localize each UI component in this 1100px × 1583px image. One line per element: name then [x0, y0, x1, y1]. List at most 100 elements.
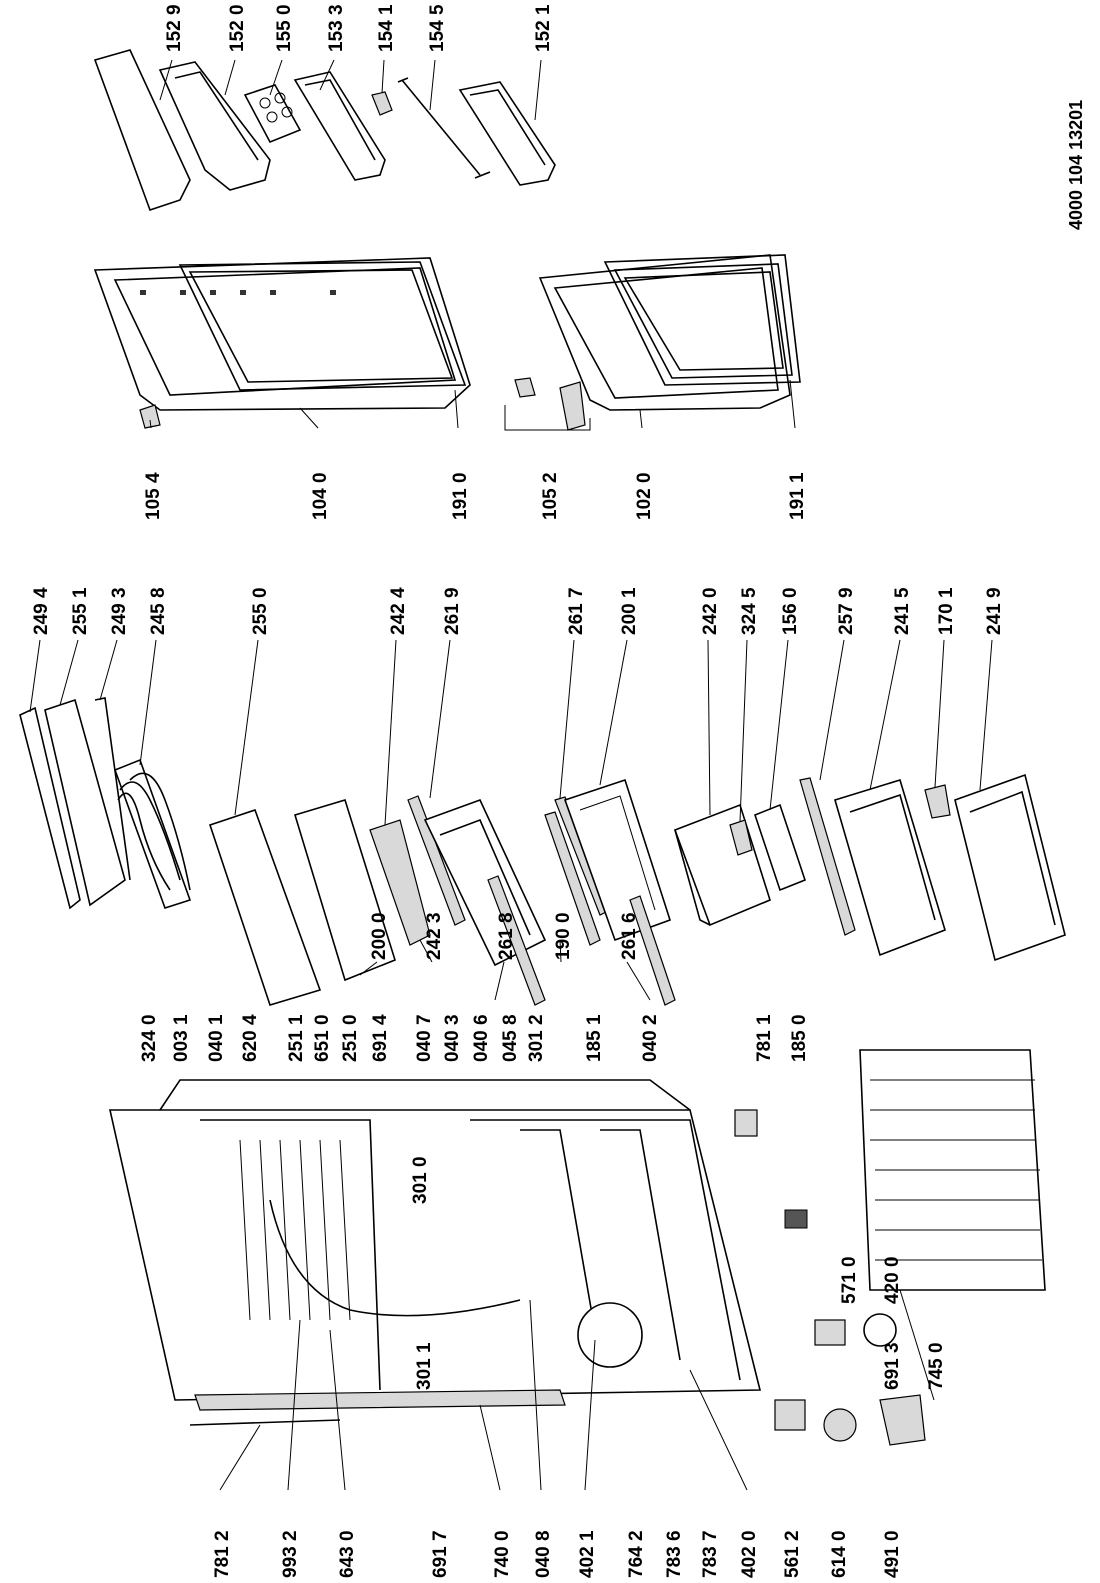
label-2619: 261 9 — [442, 587, 463, 635]
crisper-cover-2000 — [294, 799, 396, 982]
label-0458: 045 8 — [500, 1014, 521, 1062]
label-1910: 191 0 — [450, 472, 471, 520]
label-7642: 764 2 — [626, 1530, 647, 1578]
label-6140: 614 0 — [829, 1530, 850, 1578]
label-2510: 251 0 — [340, 1014, 361, 1062]
label-9932: 993 2 — [280, 1530, 301, 1578]
label-2551: 255 1 — [70, 587, 91, 635]
rail-2616 — [629, 895, 676, 1006]
part-6140 — [823, 1408, 857, 1442]
label-1533: 153 3 — [326, 4, 347, 52]
label-1701: 170 1 — [936, 587, 957, 635]
shelf-trim-2493 — [94, 697, 131, 881]
part-1701 — [924, 784, 951, 819]
label-1052: 105 2 — [540, 472, 561, 520]
glass-shelf-2551 — [44, 698, 126, 907]
door-hinge-1054 — [139, 404, 161, 429]
freezer-drawer-2415 — [834, 778, 946, 957]
doors-group — [93, 254, 801, 431]
label-3011: 301 1 — [414, 1342, 435, 1390]
freezer-gasket-1911 — [603, 254, 801, 386]
labels-door-bins: 152 9 152 0 155 0 153 3 154 1 154 5 152 … — [164, 4, 554, 52]
label-2423: 242 3 — [424, 912, 445, 960]
cabinet-group — [109, 1049, 1046, 1446]
label-2419: 241 9 — [984, 587, 1005, 635]
door-bin-1520 — [158, 61, 271, 191]
bottle-clip-1541 — [371, 91, 393, 116]
shelves-drawers-group — [19, 697, 1066, 1006]
label-7400: 740 0 — [492, 1530, 513, 1578]
label-7450: 745 0 — [926, 1342, 947, 1390]
document-id: 4000 104 13201 — [1066, 100, 1086, 230]
rail-2579 — [799, 777, 856, 936]
label-1900: 190 0 — [553, 912, 574, 960]
label-2550: 255 0 — [250, 587, 271, 635]
label-2000: 200 0 — [369, 912, 390, 960]
rod-7812 — [189, 1419, 341, 1426]
label-6917: 691 7 — [430, 1530, 451, 1578]
labels-cabinet-middle: 301 0 301 1 691 3 745 0 571 0 420 0 — [410, 1156, 947, 1390]
labels-doors: 105 4 104 0 191 0 105 2 102 0 191 1 — [143, 472, 808, 520]
label-2579: 257 9 — [836, 587, 857, 635]
label-2458: 245 8 — [148, 587, 169, 635]
freezer-hinge-1052a — [514, 377, 536, 398]
wire-rack-2458 — [113, 758, 192, 909]
label-2001: 200 1 — [619, 587, 640, 635]
box-2420 — [673, 803, 771, 927]
label-3240: 324 0 — [139, 1014, 160, 1062]
label-1850: 185 0 — [789, 1014, 810, 1062]
label-3010: 301 0 — [410, 1156, 431, 1204]
bin-cover-1529 — [93, 49, 191, 212]
rail-2619 — [407, 795, 466, 926]
label-6510: 651 0 — [312, 1014, 333, 1062]
label-0407: 040 7 — [414, 1014, 435, 1062]
label-6204: 620 4 — [240, 1014, 261, 1062]
label-1560: 156 0 — [780, 587, 801, 635]
label-7837: 783 7 — [700, 1530, 721, 1578]
compressor-4021 — [577, 1302, 643, 1368]
part-1850 — [784, 1209, 808, 1229]
label-0403: 040 3 — [442, 1014, 463, 1062]
ice-tray-1560 — [754, 803, 806, 892]
label-1529: 152 9 — [164, 4, 185, 52]
labels-shelves-top: 249 4 255 1 249 3 245 8 255 0 242 4 261 … — [31, 587, 1005, 635]
freezer-shelf-2001 — [563, 778, 671, 942]
label-1521: 152 1 — [533, 4, 554, 52]
label-3012: 301 2 — [526, 1014, 547, 1062]
labels-cabinet-bottom: 781 2 993 2 643 0 691 7 740 0 040 8 402 … — [212, 1530, 903, 1578]
label-1040: 104 0 — [310, 472, 331, 520]
label-0031: 003 1 — [171, 1014, 192, 1062]
drawer-front-2424 — [369, 819, 431, 946]
glass-plate-2550 — [208, 808, 322, 1006]
label-2616: 261 6 — [619, 912, 640, 960]
labels-shelves-bottom: 200 0 242 3 261 8 190 0 261 6 — [369, 912, 640, 960]
label-4910: 491 0 — [882, 1530, 903, 1578]
label-1054: 105 4 — [143, 472, 164, 520]
freezer-drawer-2419 — [954, 773, 1066, 962]
label-4021: 402 1 — [577, 1530, 598, 1578]
freezer-hinge-1052b — [559, 381, 586, 431]
label-7836: 783 6 — [664, 1530, 685, 1578]
label-2424: 242 4 — [388, 587, 409, 635]
label-6430: 643 0 — [337, 1530, 358, 1578]
label-2415: 241 5 — [892, 587, 913, 635]
part-4910 — [879, 1394, 926, 1446]
label-4200: 420 0 — [882, 1256, 903, 1304]
label-1545: 154 5 — [427, 4, 448, 52]
fridge-door-1040 — [93, 257, 471, 411]
label-5612: 561 2 — [782, 1530, 803, 1578]
label-2511: 251 1 — [286, 1014, 307, 1062]
label-5710: 571 0 — [839, 1256, 860, 1304]
rail-2618 — [487, 875, 546, 1006]
label-1520: 152 0 — [227, 4, 248, 52]
relay-5710 — [814, 1319, 846, 1346]
door-gasket-1910 — [178, 261, 467, 391]
label-1020: 102 0 — [634, 472, 655, 520]
label-6914: 691 4 — [370, 1014, 391, 1062]
label-1911: 191 1 — [787, 472, 808, 520]
egg-tray-1550 — [243, 84, 302, 144]
door-bins-group — [93, 49, 556, 212]
label-4020: 402 0 — [739, 1530, 760, 1578]
label-2618: 261 8 — [496, 912, 517, 960]
label-2617: 261 7 — [566, 587, 587, 635]
